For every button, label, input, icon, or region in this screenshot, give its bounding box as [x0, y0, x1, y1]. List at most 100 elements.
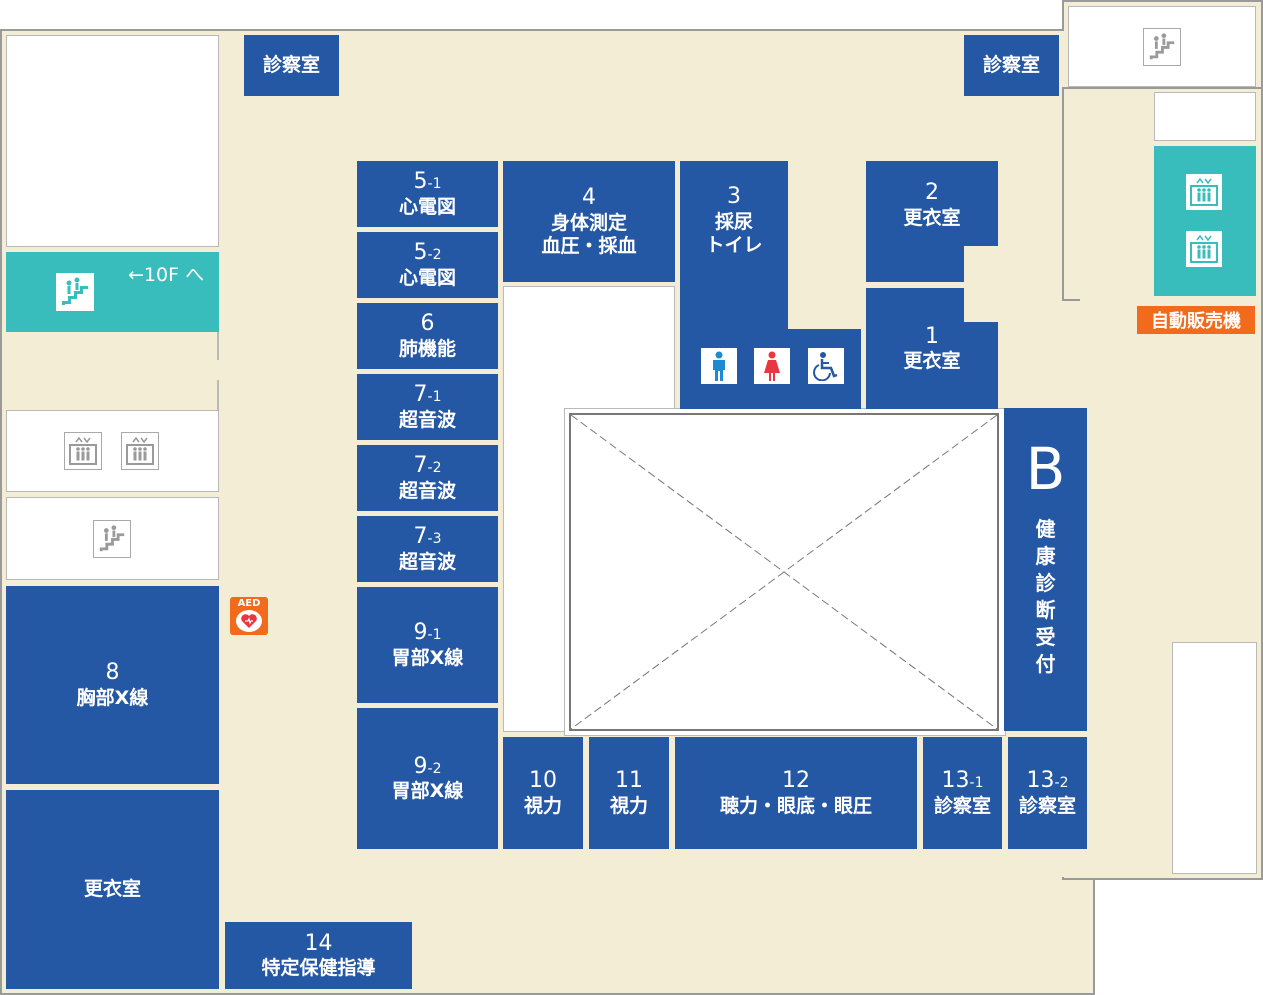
to-10f-sign: ←10F へ [128, 264, 205, 286]
stairs-icon [56, 273, 94, 311]
room-label: 診察室 [982, 53, 1040, 76]
room-label: 超音波 [398, 479, 456, 502]
room-number: 11 [615, 768, 643, 794]
room-exam-top-left[interactable]: 診察室 [244, 35, 339, 96]
room-label: 視力 [523, 794, 562, 817]
room-number: 8 [105, 660, 120, 686]
wall-left-1 [217, 332, 219, 360]
room-label: 採尿 [714, 210, 753, 233]
room-number: 10 [529, 768, 557, 794]
vending-machine-sign: 自動販売機 [1137, 306, 1255, 334]
floor-right-inner-wall-top [1062, 87, 1262, 89]
room-14[interactable]: 14 特定保健指導 [225, 922, 412, 989]
room-number: 9-1 [413, 620, 442, 646]
stairs-icon [1143, 28, 1181, 66]
room-label: 肺機能 [398, 337, 456, 360]
room-10[interactable]: 10 視力 [503, 737, 583, 849]
room-4[interactable]: 4 身体測定 血圧・採血 [503, 161, 675, 282]
room-label: 更衣室 [903, 350, 961, 373]
room-exam-top-right[interactable]: 診察室 [964, 35, 1059, 96]
reception-char: 診 [1035, 571, 1056, 595]
room-label: 胃部X線 [391, 780, 464, 803]
room-locker-left[interactable]: 更衣室 [6, 790, 219, 989]
toilet-women-icon [754, 348, 790, 384]
reception-char: 健 [1035, 517, 1056, 541]
stair-hall-left [6, 497, 219, 580]
room-11[interactable]: 11 視力 [589, 737, 669, 849]
elevator-hall-right[interactable] [1154, 146, 1256, 296]
room-label: 血圧・採血 [541, 235, 637, 258]
room-number: 13-1 [941, 768, 984, 794]
elevator-icon [121, 432, 159, 470]
stairs-icon [93, 520, 131, 558]
room-2[interactable]: 2 更衣室 [866, 161, 998, 282]
room-label: トイレ [705, 234, 763, 257]
room-number: 6 [420, 311, 435, 337]
room-9-2[interactable]: 9-2 胃部X線 [357, 708, 498, 849]
room-label: 更衣室 [83, 877, 141, 900]
elevator-icon [1186, 231, 1222, 267]
room-label: 超音波 [398, 550, 456, 573]
room-13-1[interactable]: 13-1 診察室 [923, 737, 1002, 849]
room-number: 5-1 [413, 169, 442, 195]
atrium-void [569, 413, 999, 731]
room-7-2[interactable]: 7-2 超音波 [357, 445, 498, 511]
room-7-3[interactable]: 7-3 超音波 [357, 516, 498, 582]
room-number: 9-2 [413, 753, 442, 779]
room-13-2[interactable]: 13-2 診察室 [1008, 737, 1087, 849]
room-label: 身体測定 [550, 211, 627, 234]
wheelchair-icon [808, 348, 844, 384]
room-number: 7-2 [413, 453, 442, 479]
room-1-notch [964, 288, 998, 322]
room-number: 5-2 [413, 240, 442, 266]
atrium-cross [571, 415, 997, 729]
room-label: 胸部X線 [76, 686, 149, 709]
reception-b[interactable]: B 健 康 診 断 受 付 [1004, 408, 1087, 731]
reception-char: 康 [1035, 544, 1056, 568]
room-5-1[interactable]: 5-1 心電図 [357, 161, 498, 227]
toilet-men-icon [701, 348, 737, 384]
aed-label: AED [237, 598, 261, 609]
room-label: 聴力・眼底・眼圧 [719, 794, 872, 817]
room-7-1[interactable]: 7-1 超音波 [357, 374, 498, 440]
room-label: 診察室 [1018, 794, 1076, 817]
room-number: 7-3 [413, 524, 442, 550]
aed-sign: AED [230, 597, 268, 635]
void-bottom-right [1172, 642, 1257, 874]
elevator-icon [64, 432, 102, 470]
void-top-left [6, 35, 219, 247]
room-label: 診察室 [262, 53, 320, 76]
room-12[interactable]: 12 聴力・眼底・眼圧 [675, 737, 917, 849]
room-number: 13-2 [1026, 768, 1069, 794]
room-2-notch [964, 246, 998, 282]
room-label: 胃部X線 [391, 646, 464, 669]
room-label: 特定保健指導 [261, 957, 376, 980]
elevator-icon [1186, 174, 1222, 210]
floor-right-inner-wall [1062, 87, 1064, 301]
room-label: 心電図 [398, 266, 456, 289]
elevator-hall-left [6, 410, 219, 492]
room-label: 心電図 [398, 195, 456, 218]
storage-right [1154, 92, 1256, 141]
stairs-to-10f[interactable] [6, 252, 219, 332]
reception-char: 付 [1035, 652, 1056, 676]
room-6[interactable]: 6 肺機能 [357, 303, 498, 369]
wall-left-2 [217, 380, 219, 410]
reception-char: 受 [1035, 625, 1056, 649]
room-9-1[interactable]: 9-1 胃部X線 [357, 587, 498, 703]
room-number: 14 [304, 930, 333, 956]
room-8[interactable]: 8 胸部X線 [6, 586, 219, 784]
room-label: 診察室 [933, 794, 991, 817]
floor-right-inner-wall-bottom [1062, 299, 1080, 301]
room-number: 7-1 [413, 382, 442, 408]
room-number: 2 [925, 180, 939, 205]
reception-letter: B [1025, 435, 1066, 503]
room-label: 更衣室 [903, 206, 961, 229]
room-label: 超音波 [398, 408, 456, 431]
aed-icon [236, 610, 262, 632]
reception-char: 断 [1035, 598, 1056, 622]
room-5-2[interactable]: 5-2 心電図 [357, 232, 498, 298]
room-number: 3 [727, 184, 741, 209]
room-number: 4 [582, 185, 596, 210]
room-number: 12 [782, 768, 810, 794]
